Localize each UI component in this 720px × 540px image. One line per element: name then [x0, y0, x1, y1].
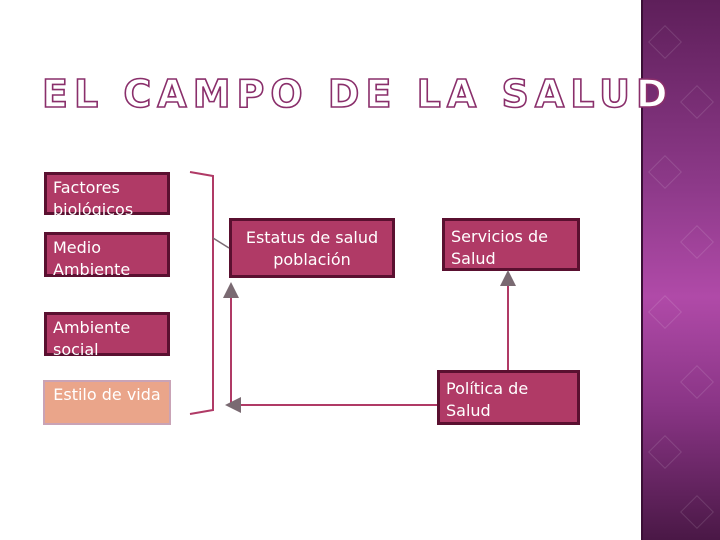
bracket-to-estatus-connector — [213, 238, 229, 248]
left-bracket — [190, 172, 213, 414]
